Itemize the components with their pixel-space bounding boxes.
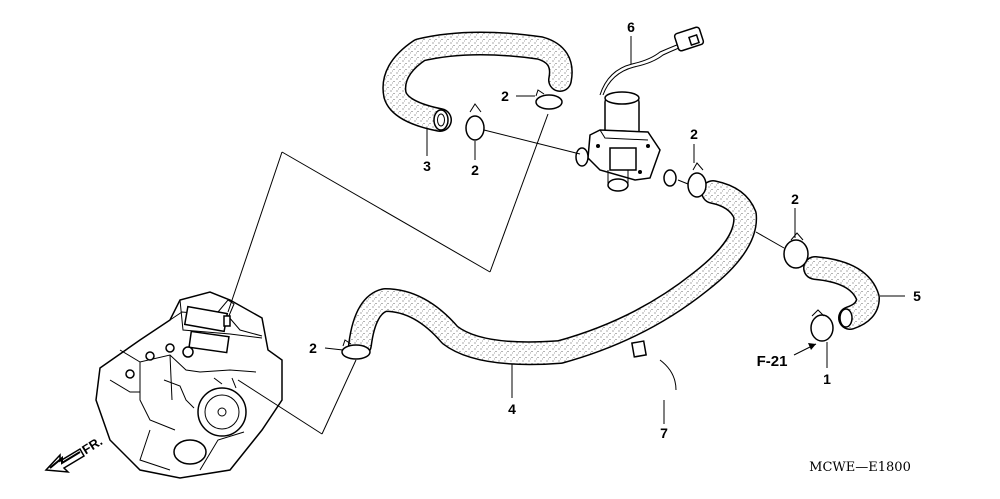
hose-3: [382, 31, 573, 132]
band-7: [631, 340, 677, 397]
hose-5: [803, 256, 880, 330]
callout-6: 6: [627, 19, 635, 35]
leader-lines: [324, 36, 905, 424]
drawing-code: MCWE—E1800: [809, 460, 911, 475]
clamp-lower-left: [341, 339, 371, 360]
reference-label: F-21: [757, 353, 788, 370]
connection-lines: [227, 113, 785, 435]
engine-illustration: [95, 291, 283, 479]
clamp-valve-outlet: [687, 162, 707, 198]
callout-1: 1: [823, 371, 831, 387]
clamp-right-lower-1: [810, 309, 834, 342]
callout-2c: 2: [690, 126, 698, 142]
front-direction-arrow: FR.: [44, 433, 105, 473]
callout-2a: 2: [471, 162, 479, 178]
callout-2b: 2: [501, 88, 509, 104]
callout-2d: 2: [791, 191, 799, 207]
control-valve-6: [575, 26, 705, 192]
callout-3: 3: [423, 158, 431, 174]
callout-7: 7: [660, 425, 668, 441]
callout-4: 4: [508, 401, 516, 417]
callout-2e: 2: [309, 340, 317, 356]
clamp-right-upper: [783, 232, 809, 269]
clamp-upper-right: [535, 89, 563, 110]
hose-4: [348, 180, 758, 366]
clamp-upper-left: [465, 103, 485, 141]
callout-5: 5: [913, 288, 921, 304]
